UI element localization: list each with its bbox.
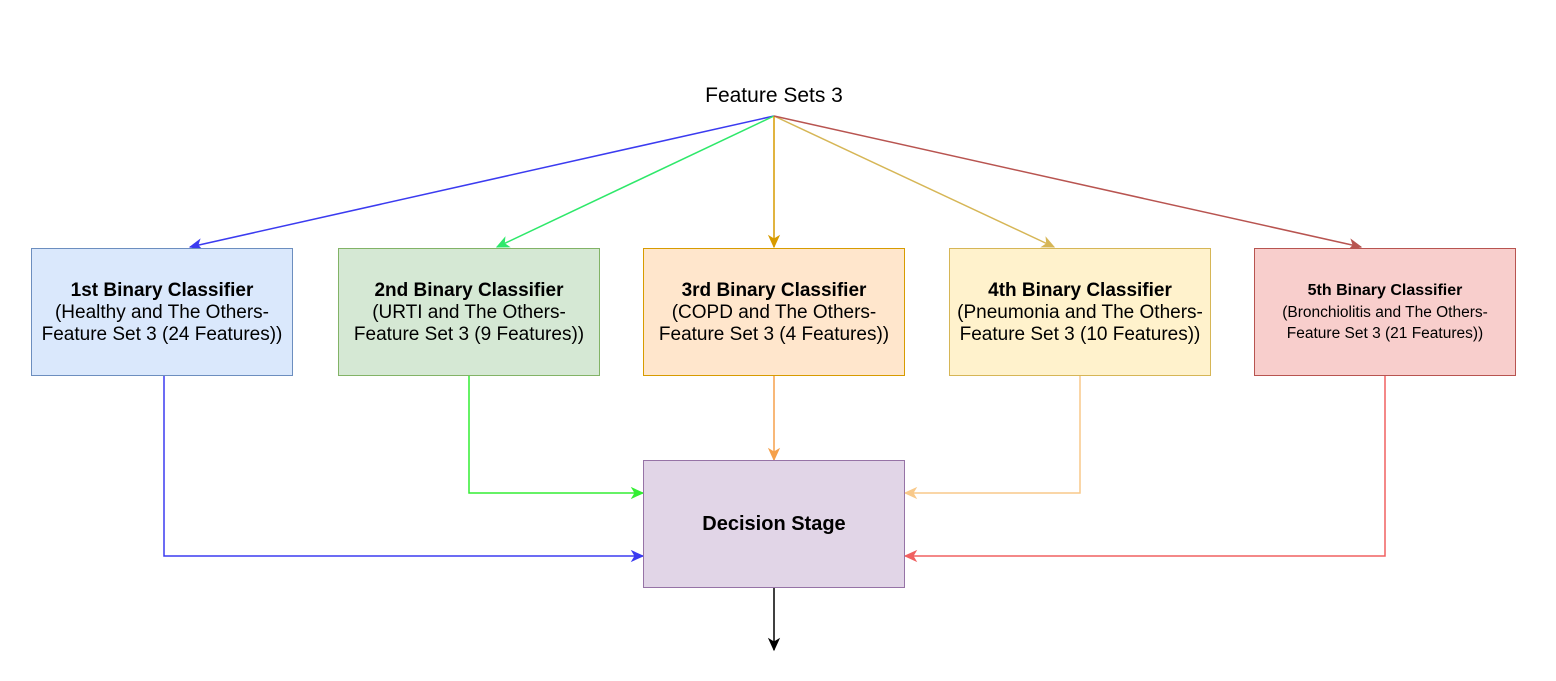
edge-classifier-2-to-decision <box>468 376 643 494</box>
edge-feature-set-to-classifier-2 <box>496 115 775 248</box>
edge-feature-set-to-classifier-4 <box>773 115 1055 248</box>
edge-feature-set-to-classifier-5 <box>773 115 1362 248</box>
classifier-3-box: 3rd Binary Classifier (COPD and The Othe… <box>643 248 905 376</box>
classifier-2-box: 2nd Binary Classifier (URTI and The Othe… <box>338 248 600 376</box>
edge-feature-set-to-classifier-4-arrowhead <box>1040 236 1056 248</box>
edge-feature-set-to-classifier-2-arrowhead <box>495 236 511 248</box>
classifier-4-line-2: Feature Set 3 (10 Features)) <box>959 323 1201 345</box>
classifier-4-title: 4th Binary Classifier <box>988 279 1172 301</box>
classifier-5-line-1: (Bronchiolitis and The Others- <box>1282 304 1488 321</box>
edge-classifier-2-to-decision-arrowhead <box>630 486 645 500</box>
diagram-title: Feature Sets 3 <box>705 84 843 107</box>
classifier-3-line-2: Feature Set 3 (4 Features)) <box>658 323 890 345</box>
classifier-5-box: 5th Binary Classifier (Bronchiolitis and… <box>1254 248 1516 376</box>
classifier-2-title: 2nd Binary Classifier <box>374 279 564 301</box>
classifier-4-line-1: (Pneumonia and The Others- <box>957 301 1203 323</box>
edge-classifier-5-to-decision <box>905 376 1386 557</box>
classifier-4-box: 4th Binary Classifier (Pneumonia and The… <box>949 248 1211 376</box>
edge-feature-set-to-classifier-1 <box>189 115 775 248</box>
edge-classifier-5-to-decision-arrowhead <box>903 549 918 563</box>
classifier-1-line-1: (Healthy and The Others- <box>54 301 270 323</box>
classifier-3-line-1: (COPD and The Others- <box>671 301 877 323</box>
edge-feature-set-to-classifier-3-arrowhead <box>767 234 781 249</box>
edge-classifier-3-to-decision-arrowhead <box>767 447 781 462</box>
classifier-1-title: 1st Binary Classifier <box>70 279 254 301</box>
classifier-1-box: 1st Binary Classifier (Healthy and The O… <box>31 248 293 376</box>
classifier-5-line-2: Feature Set 3 (21 Features)) <box>1286 325 1484 342</box>
edge-decision-output-arrowhead <box>767 637 781 652</box>
classifier-2-line-2: Feature Set 3 (9 Features)) <box>353 323 585 345</box>
edge-classifier-1-to-decision-arrowhead <box>630 549 645 563</box>
classifier-3-title: 3rd Binary Classifier <box>681 279 867 301</box>
edge-classifier-4-to-decision-arrowhead <box>903 486 918 500</box>
classifier-2-line-1: (URTI and The Others- <box>372 301 566 323</box>
edge-classifier-1-to-decision <box>163 376 643 557</box>
classifier-5-title: 5th Binary Classifier <box>1307 282 1463 299</box>
edge-classifier-4-to-decision <box>905 376 1081 494</box>
decision-stage-label: Decision Stage <box>702 512 846 535</box>
decision-stage-box: Decision Stage <box>643 460 905 588</box>
classifier-1-line-2: Feature Set 3 (24 Features)) <box>41 323 283 345</box>
